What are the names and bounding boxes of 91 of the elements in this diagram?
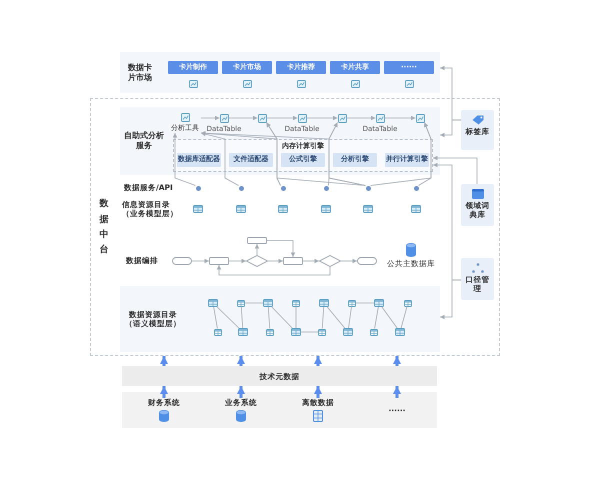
terminator-pill (357, 257, 377, 265)
connector-line (213, 306, 218, 329)
arrow (302, 258, 320, 264)
layer-band (120, 52, 440, 93)
arrow (266, 240, 296, 258)
table-icon (318, 328, 326, 336)
dot-icon (324, 186, 328, 190)
arrow (160, 356, 168, 366)
arrow (266, 116, 298, 120)
connector-line (216, 306, 240, 328)
platform-frame (90, 98, 500, 356)
side-card (461, 258, 494, 300)
arrow (440, 280, 462, 320)
decision-diamond (246, 255, 268, 267)
connector-line (326, 306, 346, 328)
table-icon (370, 328, 378, 336)
chart-icon (376, 114, 384, 122)
layer-band (122, 366, 437, 386)
table-icon (237, 300, 245, 306)
table-icon (238, 328, 248, 336)
arrow (228, 258, 246, 264)
arrow (393, 356, 401, 366)
connector-line (271, 306, 293, 328)
connector-line (348, 306, 352, 328)
dot-icon (196, 186, 200, 190)
table-icon (291, 328, 301, 336)
band-title: 数据中台 (98, 198, 110, 258)
table-icon (263, 299, 273, 307)
arrow (440, 120, 462, 138)
table-icon (395, 328, 405, 336)
arrow (432, 156, 478, 184)
arrow (200, 132, 239, 186)
dot-icon (414, 186, 418, 190)
dot-icon (238, 186, 244, 190)
arrow (306, 116, 338, 120)
process-step (247, 237, 267, 244)
connector-line (244, 302, 264, 304)
table-icon (266, 328, 274, 336)
decision-diamond (319, 255, 341, 267)
table-icon (348, 300, 356, 306)
terminator-pill (172, 257, 192, 265)
table-icon (319, 299, 329, 307)
arrow (384, 116, 416, 120)
arrow (314, 386, 322, 398)
arrow (200, 116, 220, 120)
arrow (268, 258, 284, 264)
table-icon (292, 300, 300, 306)
connector-line (400, 306, 408, 328)
chart-icon (416, 114, 424, 122)
arrow (266, 122, 366, 186)
chart-icon (298, 114, 306, 122)
arrow (228, 116, 258, 120)
side-card (461, 184, 494, 226)
arrow (346, 116, 376, 120)
dot-icon (280, 186, 286, 190)
table-icon (374, 299, 384, 307)
connector-line (268, 306, 270, 329)
connector-line (240, 306, 244, 328)
layer-band (120, 107, 440, 175)
connector-line (382, 306, 398, 328)
arrow (254, 244, 260, 256)
arrow (418, 122, 432, 186)
process-step (283, 257, 303, 265)
arrow (340, 258, 358, 264)
arrow (160, 386, 168, 398)
arrow (237, 356, 245, 366)
chart-icon (220, 114, 228, 122)
table-icon (208, 299, 218, 307)
chart-icon (338, 114, 346, 122)
arrow (314, 356, 322, 366)
chart-icon (258, 114, 266, 122)
arrow (172, 132, 196, 186)
layer-band (120, 286, 440, 352)
connector-line (322, 306, 324, 329)
arrow (192, 258, 210, 264)
arrow (216, 264, 330, 276)
band-title: 数据卡片市场 (127, 62, 153, 82)
side-card (461, 110, 494, 150)
table-icon (404, 300, 412, 306)
table-icon (343, 328, 353, 336)
arrow (328, 122, 366, 186)
connector-line (356, 302, 374, 304)
dashed-panel (173, 139, 433, 172)
arrow (393, 386, 401, 398)
process-step (209, 257, 229, 265)
table-icon (214, 328, 222, 336)
arrow (237, 386, 245, 398)
source-band (122, 392, 437, 428)
dot-icon (366, 186, 370, 190)
connector-line (374, 306, 379, 329)
band-title: 自助式分析服务 (124, 131, 164, 151)
